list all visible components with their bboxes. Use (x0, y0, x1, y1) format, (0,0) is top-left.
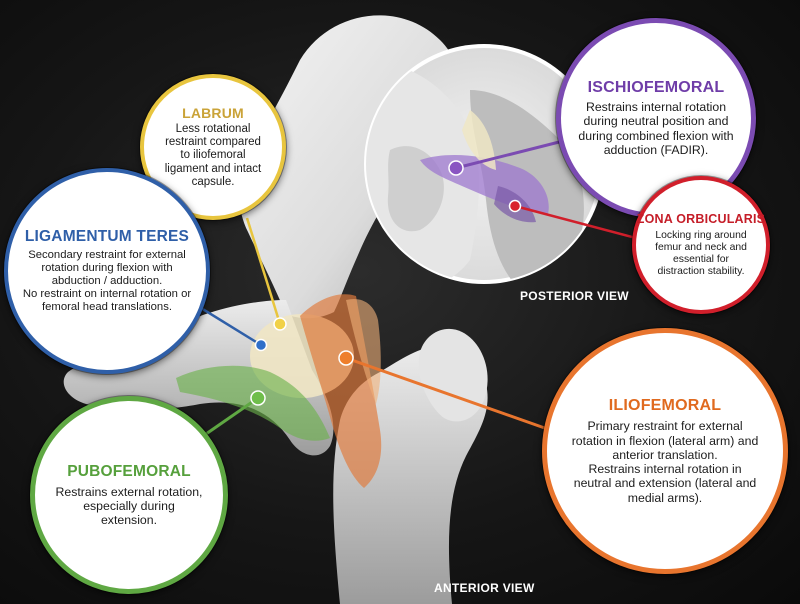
labrum-description: Less rotational restraint compared to il… (164, 122, 262, 188)
ischiofemoral-leader-line (455, 136, 576, 170)
ischiofemoral-title: ISCHIOFEMORAL (587, 79, 725, 96)
iliofemoral-callout: ILIOFEMORAL Primary restraint for extern… (542, 328, 788, 574)
pubofemoral-leader-line (205, 396, 259, 436)
ligamentum-teres-callout: LIGAMENTUM TERES Secondary restraint for… (4, 168, 210, 374)
pubofemoral-description: Restrains external rotation, especially … (55, 484, 203, 528)
ischiofemoral-marker (448, 160, 464, 176)
iliofemoral-description-1: Primary restraint for external rotation … (571, 419, 759, 462)
zona-orbicularis-description: Locking ring around femur and neck and e… (655, 229, 747, 277)
posterior-view-label: POSTERIOR VIEW (520, 289, 629, 303)
ischiofemoral-description: Restrains internal rotation during neutr… (578, 100, 734, 157)
iliofemoral-description-2: Restrains internal rotation in neutral a… (573, 462, 757, 505)
posterior-view-inset (364, 44, 604, 284)
zona-orbicularis-leader-line (514, 204, 637, 240)
iliofemoral-leader-line (345, 356, 557, 434)
zona-orbicularis-marker (508, 199, 522, 213)
iliofemoral-marker (338, 350, 354, 366)
labrum-marker (273, 317, 287, 331)
greater-trochanter (418, 328, 488, 422)
zona-orbicularis-title: ZONA ORBICULARIS (636, 212, 766, 227)
pubofemoral-marker (250, 390, 266, 406)
pubofemoral-callout: PUBOFEMORAL Restrains external rotation,… (30, 396, 228, 594)
zona-orbicularis-callout: ZONA ORBICULARIS Locking ring around fem… (632, 176, 770, 314)
ligamentum-teres-description-1: Secondary restraint for external rotatio… (28, 248, 186, 287)
labrum-title: LABRUM (182, 104, 244, 121)
ligamentum-teres-marker (254, 338, 268, 352)
iliofemoral-medial-arm (346, 298, 381, 404)
pubofemoral-title: PUBOFEMORAL (67, 462, 191, 480)
ligamentum-teres-title: LIGAMENTUM TERES (24, 227, 190, 245)
iliofemoral-title: ILIOFEMORAL (608, 397, 722, 415)
anterior-view-label: ANTERIOR VIEW (434, 581, 535, 595)
ligamentum-teres-description-2: No restraint on internal rotation or fem… (22, 288, 192, 314)
labrum-leader-line (245, 217, 282, 325)
